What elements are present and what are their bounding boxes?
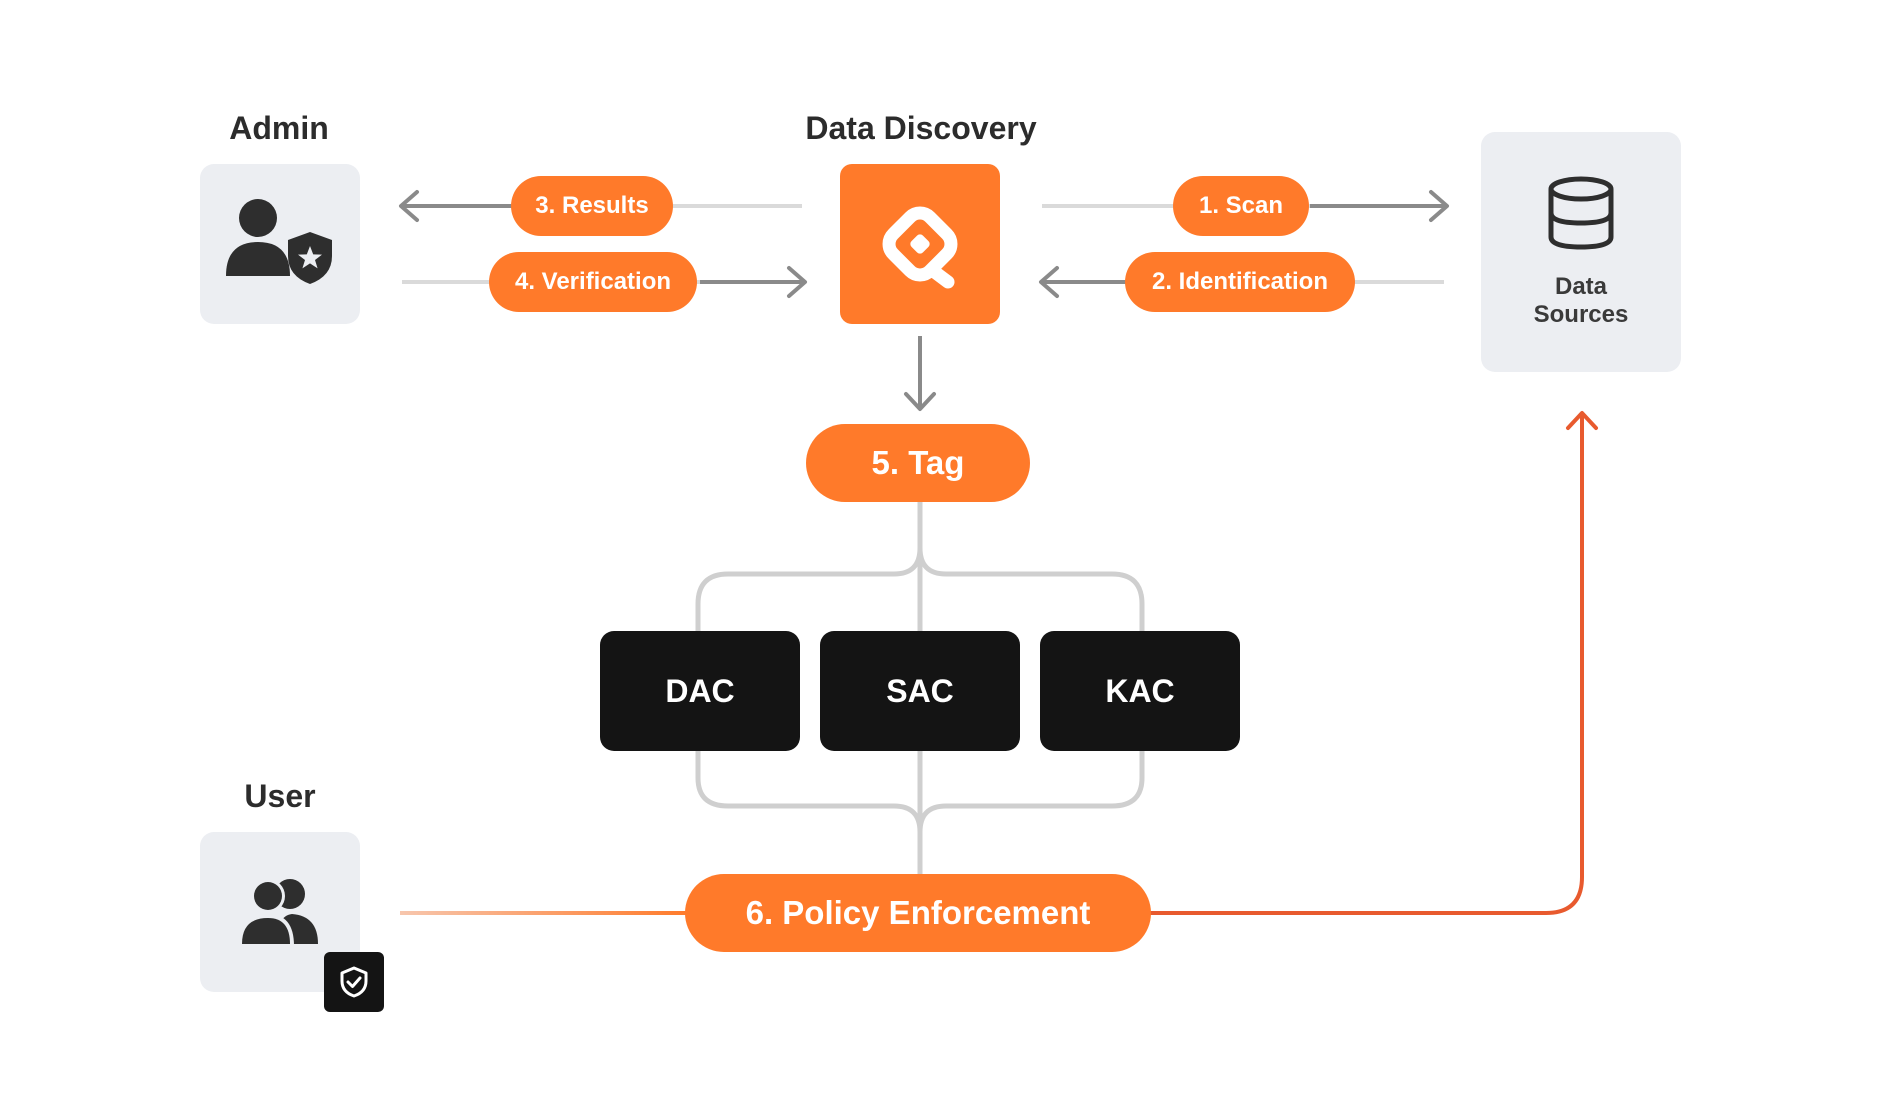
- data-sources-node: Data Sources: [1481, 132, 1681, 372]
- data-sources-label-line1: Data: [1554, 273, 1608, 300]
- data-sources-label-line2: Sources: [1533, 301, 1629, 328]
- admin-title: Admin: [229, 110, 329, 146]
- control-sac: SAC: [820, 631, 1020, 751]
- data-discovery-logo-icon: [882, 206, 958, 289]
- data-discovery-node: [840, 164, 1000, 324]
- data-sources-label: Data Sources: [1534, 273, 1629, 329]
- control-branch-lines: [695, 500, 1145, 878]
- policy-to-sources-arrow: [1146, 411, 1598, 915]
- control-kac: KAC: [1040, 631, 1240, 751]
- step-identification: 2. Identification: [1125, 252, 1355, 312]
- tag-arrow: [904, 336, 936, 411]
- data-discovery-title: Data Discovery: [805, 110, 1037, 146]
- step-verification: 4. Verification: [489, 252, 697, 312]
- step-policy-enforcement: 6. Policy Enforcement: [685, 874, 1151, 952]
- step-results: 3. Results: [511, 176, 673, 236]
- step-scan: 1. Scan: [1173, 176, 1309, 236]
- admin-person-shield-icon: [226, 199, 332, 284]
- users-group-icon: [238, 879, 318, 946]
- control-dac: DAC: [600, 631, 800, 751]
- shield-check-icon: [340, 966, 368, 998]
- user-shield-badge: [324, 952, 384, 1012]
- database-icon: [1548, 176, 1614, 250]
- user-title: User: [244, 778, 316, 814]
- step-tag: 5. Tag: [806, 424, 1030, 502]
- admin-node: [200, 164, 360, 324]
